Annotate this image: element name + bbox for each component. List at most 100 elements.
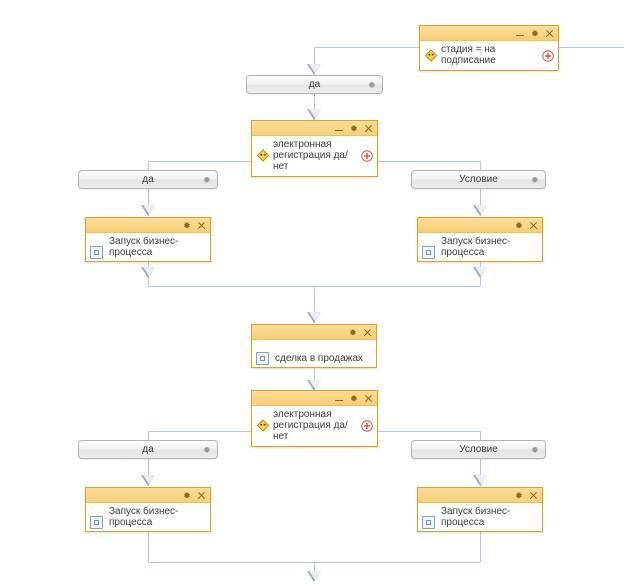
- connector: [480, 431, 481, 440]
- node-titlebar: [252, 325, 376, 340]
- gear-icon[interactable]: [182, 491, 191, 500]
- arrow-head: [307, 64, 322, 75]
- connector: [559, 47, 624, 48]
- arrow-head: [473, 205, 488, 216]
- node-label: Запуск бизнес-процесса: [441, 236, 511, 258]
- node-bp-launch-left-2[interactable]: Запуск бизнес-процесса: [85, 487, 211, 532]
- pill-label: Условие: [459, 173, 498, 185]
- node-titlebar: [418, 218, 542, 233]
- node-body: электронная регистрация да/нет: [252, 406, 377, 446]
- gear-icon[interactable]: [348, 328, 357, 337]
- node-label: электронная регистрация да/нет: [273, 409, 348, 442]
- pill-label: да: [142, 443, 154, 455]
- arrow-head: [473, 475, 488, 486]
- plus-icon[interactable]: [361, 420, 373, 432]
- connector: [148, 459, 149, 486]
- close-icon[interactable]: [364, 394, 373, 403]
- pill-label: да: [308, 78, 321, 90]
- gear-icon[interactable]: [530, 445, 539, 454]
- node-body: Запуск бизнес-процесса: [86, 233, 210, 261]
- square-icon: [90, 516, 103, 529]
- node-bp-launch-left-1[interactable]: Запуск бизнес-процесса: [85, 217, 211, 262]
- arrow-head: [141, 205, 156, 216]
- gear-icon[interactable]: [367, 80, 376, 89]
- minimize-icon[interactable]: [516, 29, 524, 38]
- node-eregistration-2[interactable]: электронная регистрация да/нет: [251, 390, 378, 447]
- node-label: Запуск бизнес-процесса: [109, 506, 179, 528]
- node-body: Запуск бизнес-процесса: [86, 503, 210, 531]
- gear-icon[interactable]: [349, 394, 358, 403]
- gear-icon[interactable]: [182, 221, 191, 230]
- pill-condition-right-1[interactable]: Условие: [411, 170, 546, 189]
- pill-yes-top[interactable]: да: [246, 75, 383, 94]
- connector: [480, 530, 481, 562]
- close-icon[interactable]: [545, 29, 554, 38]
- close-icon[interactable]: [364, 124, 373, 133]
- close-icon[interactable]: [197, 221, 206, 230]
- gear-icon[interactable]: [202, 445, 211, 454]
- node-eregistration-1[interactable]: электронная регистрация да/нет: [251, 120, 378, 177]
- node-titlebar: [86, 488, 210, 503]
- arrow-head: [307, 380, 322, 391]
- connector: [314, 47, 315, 75]
- gear-icon[interactable]: [514, 221, 523, 230]
- pill-label: Условие: [459, 443, 498, 455]
- connector: [148, 431, 149, 440]
- node-body: сделка в продажах: [252, 340, 376, 367]
- gear-icon[interactable]: [202, 175, 211, 184]
- node-bp-launch-right-2[interactable]: Запуск бизнес-процесса: [417, 487, 543, 532]
- connector: [314, 94, 315, 120]
- arrow-head: [307, 571, 322, 582]
- connector: [148, 530, 149, 562]
- connector: [314, 47, 419, 48]
- node-stage-signing[interactable]: стадия = на подписание: [419, 25, 559, 71]
- diamond-icon: [424, 48, 438, 62]
- node-titlebar: [252, 391, 377, 406]
- square-icon: [90, 246, 103, 259]
- gear-icon[interactable]: [514, 491, 523, 500]
- node-label: сделка в продажах: [275, 353, 363, 364]
- square-icon: [256, 352, 269, 365]
- connector: [148, 161, 149, 170]
- pill-condition-right-2[interactable]: Условие: [411, 440, 546, 459]
- node-label: стадия = на подписание: [441, 44, 496, 66]
- arrow-head: [141, 267, 156, 278]
- node-titlebar: [252, 121, 377, 136]
- node-titlebar: [86, 218, 210, 233]
- minimize-icon[interactable]: [335, 394, 343, 403]
- close-icon[interactable]: [197, 491, 206, 500]
- close-icon[interactable]: [529, 491, 538, 500]
- arrow-head: [307, 312, 322, 323]
- close-icon[interactable]: [363, 328, 372, 337]
- arrow-head: [141, 475, 156, 486]
- node-sales-deal[interactable]: сделка в продажах: [251, 324, 377, 368]
- pill-yes-left-1[interactable]: да: [78, 170, 218, 189]
- node-titlebar: [420, 26, 558, 41]
- node-label: Запуск бизнес-процесса: [441, 506, 511, 528]
- diamond-icon: [256, 419, 270, 432]
- node-titlebar: [418, 488, 542, 503]
- connector: [314, 286, 315, 323]
- square-icon: [422, 246, 435, 259]
- connector: [480, 459, 481, 486]
- node-bp-launch-right-1[interactable]: Запуск бизнес-процесса: [417, 217, 543, 262]
- arrow-head: [307, 109, 322, 120]
- node-body: Запуск бизнес-процесса: [418, 233, 542, 261]
- connector: [148, 189, 149, 216]
- plus-icon[interactable]: [361, 150, 373, 162]
- arrow-head: [473, 267, 488, 278]
- pill-yes-left-2[interactable]: да: [78, 440, 218, 459]
- gear-icon[interactable]: [349, 124, 358, 133]
- node-body: Запуск бизнес-процесса: [418, 503, 542, 531]
- gear-icon[interactable]: [530, 29, 539, 38]
- close-icon[interactable]: [529, 221, 538, 230]
- connector: [480, 161, 481, 170]
- node-body: стадия = на подписание: [420, 41, 558, 70]
- connector: [314, 562, 315, 572]
- minimize-icon[interactable]: [335, 124, 343, 133]
- connector: [480, 189, 481, 216]
- gear-icon[interactable]: [530, 175, 539, 184]
- plus-icon[interactable]: [542, 49, 554, 62]
- connector: [314, 364, 315, 391]
